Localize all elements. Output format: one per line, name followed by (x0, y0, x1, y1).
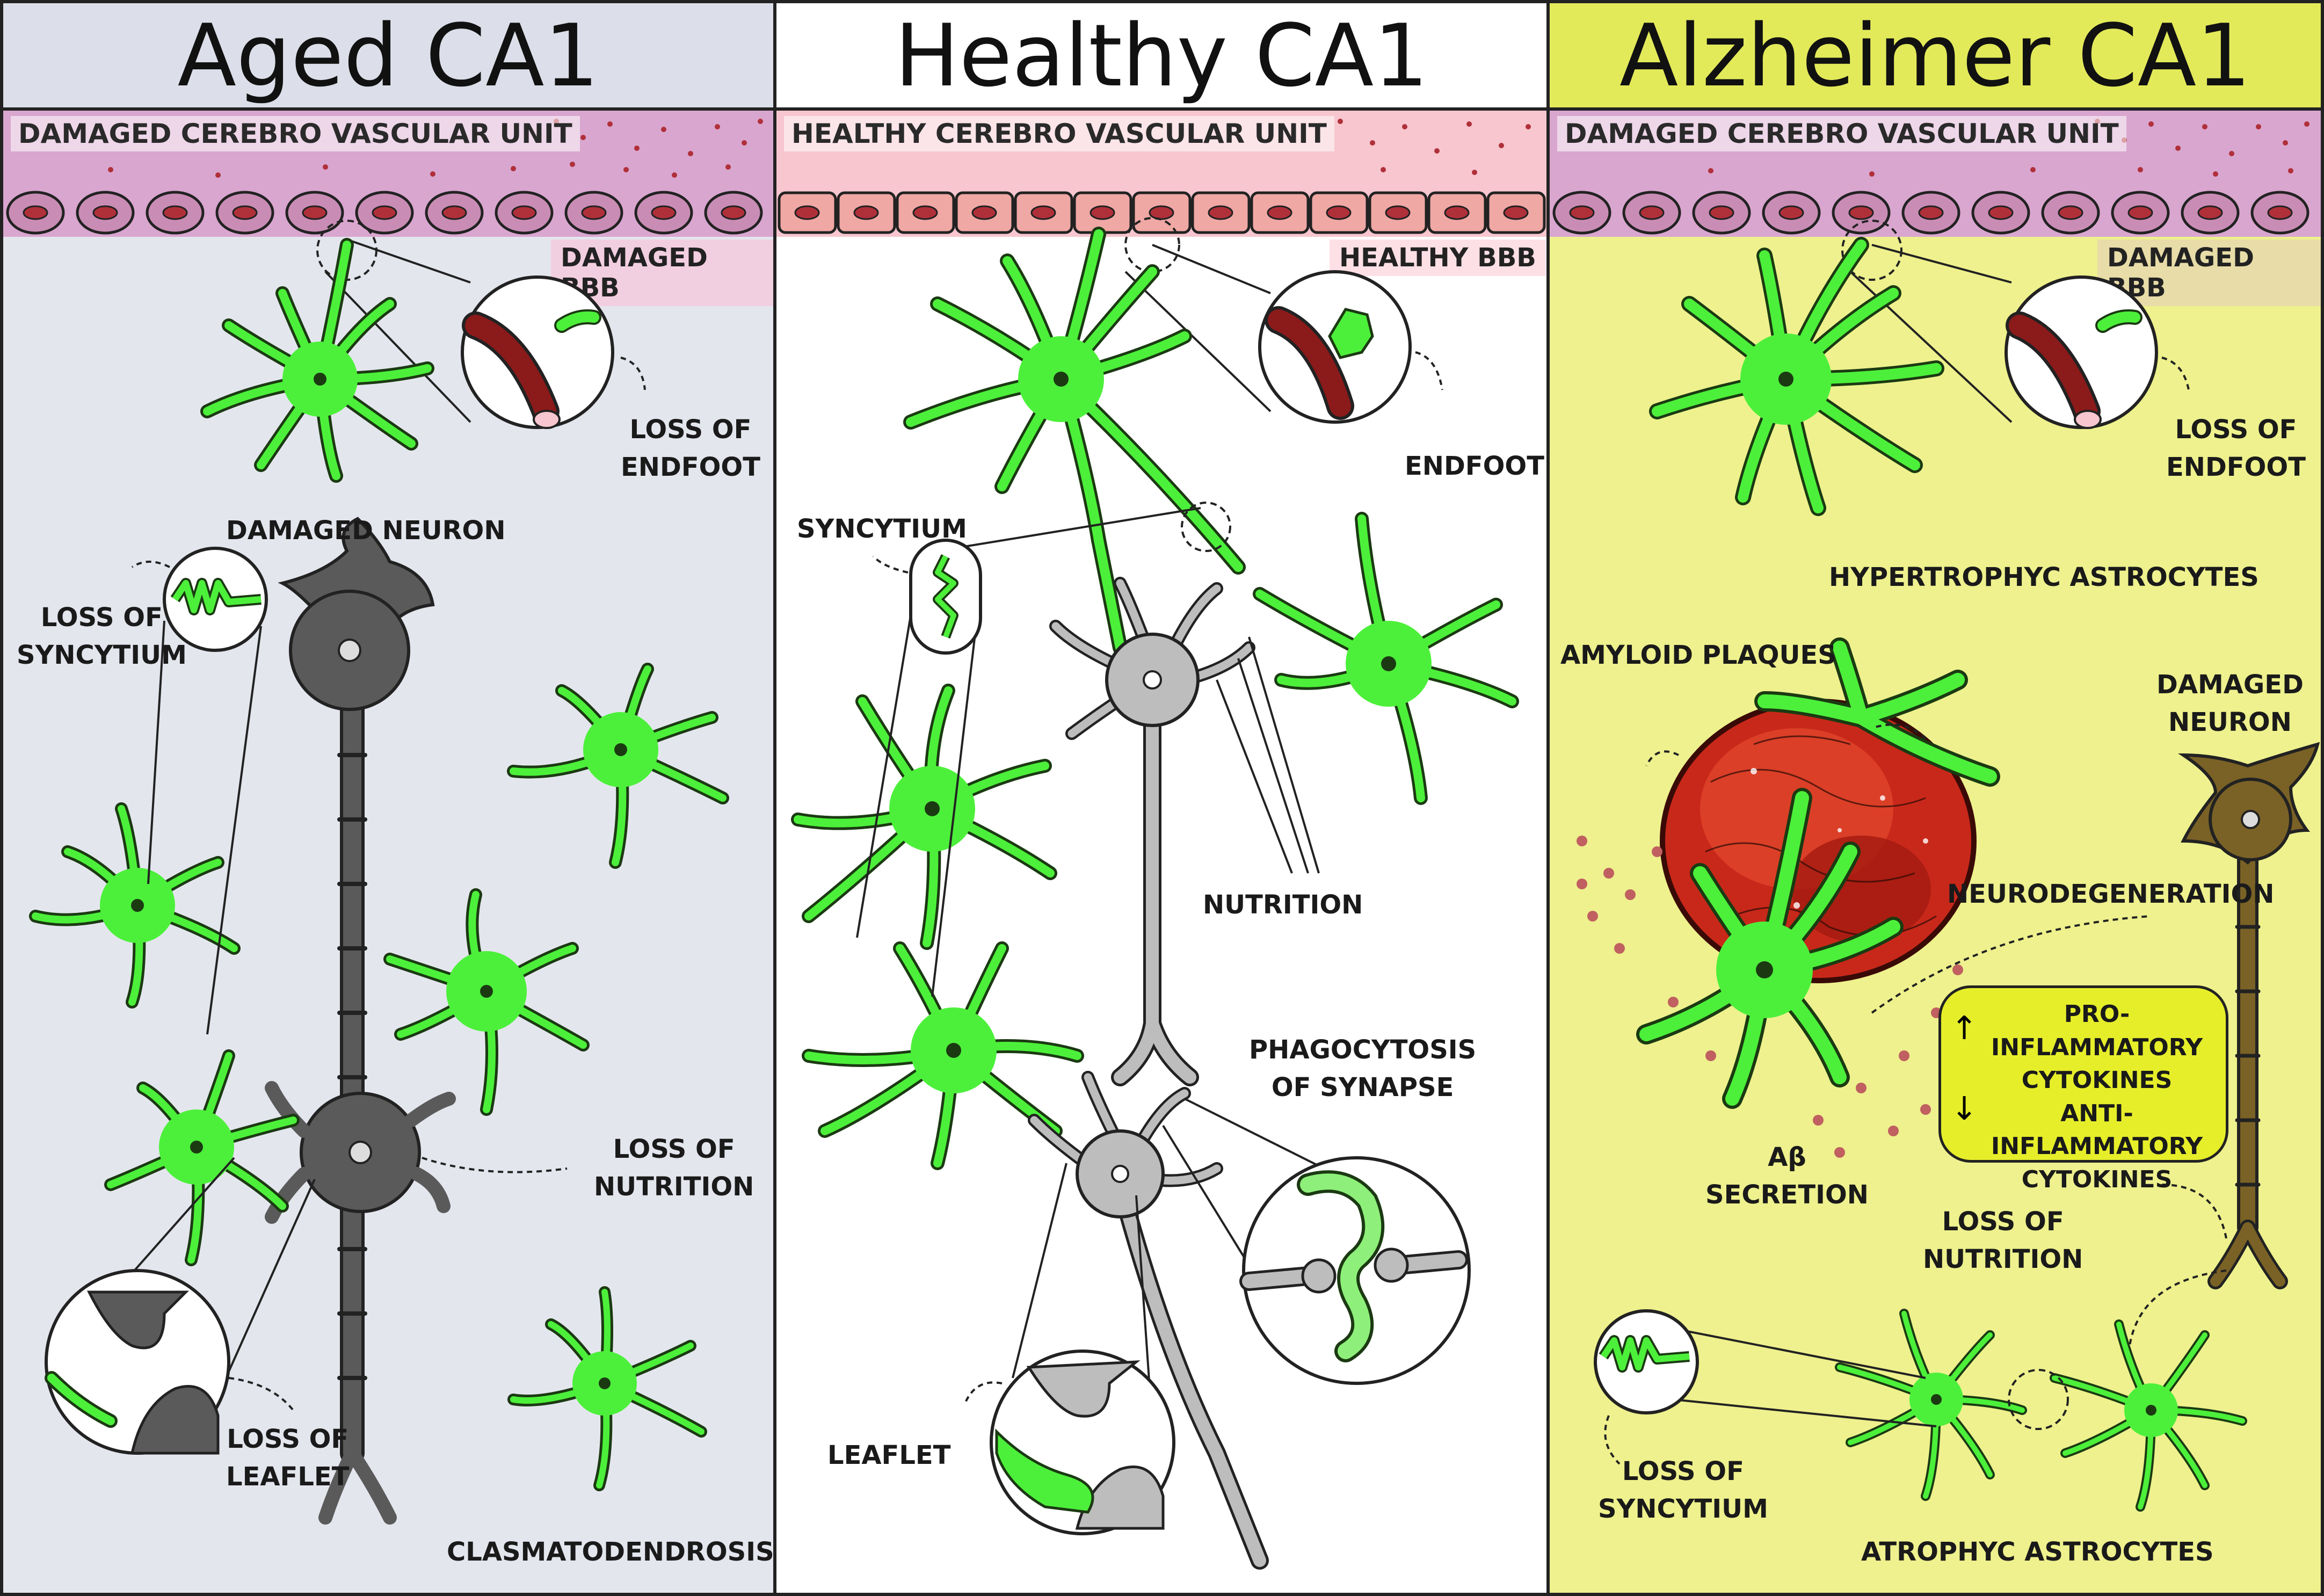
astrocyte-aged-mid (383, 888, 590, 1116)
phagocytosis-magnifier (1162, 1098, 1471, 1385)
vascular-unit-label-alz: DAMAGED CEREBRO VASCULAR UNIT (1557, 116, 2126, 151)
syncytium-magnifier-healthy (856, 502, 1231, 997)
vascular-unit-label: DAMAGED CEREBRO VASCULAR UNIT (11, 116, 580, 151)
label-endfoot: ENDFOOT (1405, 451, 1544, 481)
astrocyte-aged-bottom (507, 1286, 707, 1491)
label-damaged-neuron-alz: DAMAGED NEURON (2156, 670, 2304, 737)
neuron-healthy-upper (1049, 577, 1255, 1086)
label-loss-nutrition-aged: LOSS OF NUTRITION (594, 1134, 754, 1202)
astrocyte-hypertrophic-top (1649, 237, 1944, 516)
astrocyte-atrophic-2 (2050, 1319, 2247, 1512)
healthy-ca1-panel: Healthy CA1 HEALTHY CEREBRO VASCULAR UNI… (773, 0, 1550, 1596)
alzheimer-ca1-panel: Alzheimer CA1 DAMAGED CEREBRO VASCULAR U… (1546, 0, 2324, 1596)
label-clasmatodendrosis: CLASMATODENDROSIS (447, 1537, 774, 1567)
astrocyte-healthy-right (1253, 512, 1519, 805)
bbb-label-alz: DAMAGED BBB (2097, 240, 2321, 306)
panel-title-healthy: Healthy CA1 (776, 3, 1546, 111)
vascular-unit-label-healthy: HEALTHY CEREBRO VASCULAR UNIT (784, 116, 1334, 151)
astrocyte-healthy-left (791, 684, 1057, 950)
astrocyte-healthy-lower (802, 941, 1084, 1170)
label-pro-inflammatory: PRO-INFLAMMATORY CYTOKINES (1991, 1000, 2203, 1094)
alzheimer-illustration (1577, 220, 2320, 1512)
syncytium-magnifier-aged (131, 547, 268, 1035)
astrocyte-aged-left (29, 802, 241, 1009)
neuron-healthy-lower (1028, 1071, 1269, 1570)
label-atrophic: ATROPHYC ASTROCYTES (1861, 1537, 2214, 1567)
label-abeta: Aβ SECRETION (1705, 1142, 1869, 1210)
label-loss-endfoot-alz: LOSS OF ENDFOOT (2166, 415, 2306, 482)
bbb-endothelium-alz (1550, 188, 2321, 237)
label-loss-leaflet-aged: LOSS OF LEAFLET (226, 1424, 350, 1492)
loss-nutrition-arrow (422, 1157, 568, 1173)
aged-illustration (29, 220, 729, 1525)
dashed-arrows-alz (1645, 723, 2227, 1346)
damaged-neuron-alz (2178, 742, 2320, 1289)
endfoot-magnifier-alz (1841, 220, 2190, 429)
label-nutrition: NUTRITION (1203, 890, 1363, 920)
label-amyloid: AMYLOID PLAQUES (1560, 640, 1836, 670)
label-loss-syncytium-alz: LOSS OF SYNCYTIUM (1598, 1456, 1768, 1524)
endfoot-magnifier-healthy (1124, 217, 1443, 424)
label-phagocytosis: PHAGOCYTOSIS OF SYNAPSE (1249, 1035, 1477, 1102)
label-loss-endfoot-aged: LOSS OF ENDFOOT (621, 415, 760, 482)
syncytium-magnifier-alz (1594, 1309, 2069, 1465)
up-arrow-icon: ↑ (1951, 1010, 1978, 1047)
nutrition-pointer-lines (1216, 636, 1320, 874)
endfoot-magnifier-aged (316, 220, 646, 429)
label-hypertrophic: HYPERTROPHYC ASTROCYTES (1829, 562, 2259, 592)
astrocyte-aged-top (200, 238, 434, 483)
damaged-neuron-aged (265, 517, 456, 1525)
down-arrow-icon: ↓ (1951, 1090, 1978, 1128)
astrocyte-healthy-top (903, 227, 1246, 655)
leaflet-magnifier-aged (45, 1157, 316, 1455)
label-loss-syncytium-aged: LOSS OF SYNCYTIUM (17, 603, 187, 670)
astrocyte-aged-lower (104, 1049, 300, 1266)
aged-ca1-panel: Aged CA1 DAMAGED CEREBRO VASCULAR UNIT (0, 0, 776, 1596)
astrocyte-reactive-lower (1636, 788, 1904, 1109)
healthy-illustration (791, 217, 1519, 1570)
astrocyte-atrophic-1 (1835, 1309, 2027, 1501)
label-neurodegeneration: NEURODEGENERATION (1947, 879, 2275, 909)
label-syncytium: SYNCYTIUM (797, 514, 967, 544)
label-damaged-neuron-aged: DAMAGED NEURON (226, 516, 506, 546)
cytokine-box: ↑ ↓ PRO-INFLAMMATORY CYTOKINES ANTI-INFL… (1938, 985, 2228, 1193)
bbb-endothelium-healthy (776, 188, 1546, 237)
label-anti-inflammatory: ANTI-INFLAMMATORY CYTOKINES (1991, 1099, 2203, 1193)
astrocyte-aged-right (507, 663, 729, 869)
label-leaflet: LEAFLET (827, 1440, 951, 1470)
panel-title-aged: Aged CA1 (3, 3, 773, 111)
panel-title-alzheimer: Alzheimer CA1 (1550, 3, 2321, 111)
bbb-endothelium-aged (3, 188, 773, 237)
label-loss-nutrition-alz: LOSS OF NUTRITION (1923, 1207, 2083, 1274)
leaflet-magnifier-healthy (963, 1163, 1175, 1535)
bbb-label-healthy: HEALTHY BBB (1330, 240, 1546, 276)
